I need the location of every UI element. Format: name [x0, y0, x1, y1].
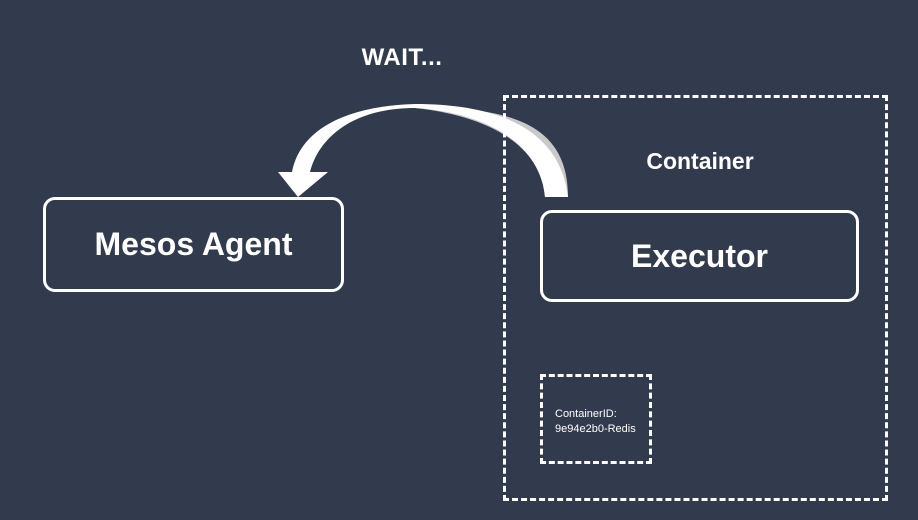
mesos-agent-box: Mesos Agent	[43, 197, 344, 292]
container-label: Container	[646, 148, 754, 174]
container-id-text: ContainerID: 9e94e2b0-Redis	[555, 407, 636, 437]
executor-box: Executor	[540, 210, 859, 302]
container-id-key: ContainerID:	[555, 408, 617, 420]
executor-label: Executor	[631, 237, 768, 274]
container-id-value: 9e94e2b0-Redis	[555, 423, 636, 435]
wait-label: WAIT...	[361, 44, 443, 71]
mesos-agent-label: Mesos Agent	[94, 226, 293, 262]
container-id-box: ContainerID: 9e94e2b0-Redis	[540, 374, 652, 464]
container-boundary	[503, 95, 888, 501]
